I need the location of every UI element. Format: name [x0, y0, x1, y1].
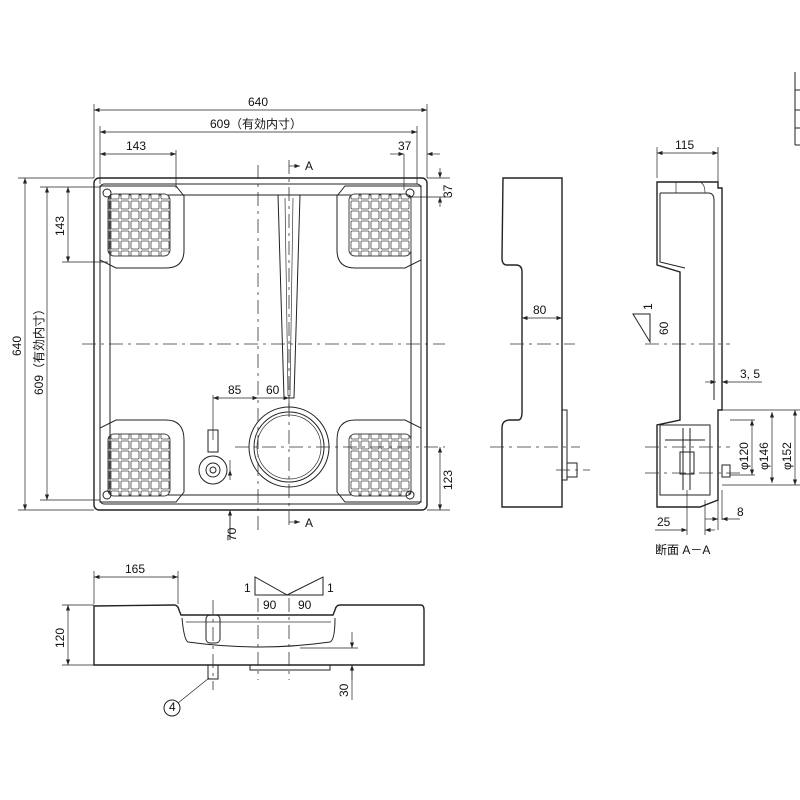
- dim-phi120: φ120: [737, 442, 751, 470]
- dim-phi146: φ146: [757, 442, 771, 470]
- slope-right-run: 90: [298, 598, 312, 612]
- dim-drop: 30: [337, 683, 351, 697]
- slope-rise: 1: [641, 303, 655, 310]
- corner-pad-top-right: [336, 185, 422, 269]
- dim-valve-depth: 70: [225, 527, 239, 541]
- slope-left-run: 90: [263, 598, 277, 612]
- slope-right-rise: 1: [327, 581, 334, 595]
- slope-left-rise: 1: [244, 581, 251, 595]
- section-mark-top: A: [305, 159, 313, 173]
- dim-phi152: φ152: [780, 442, 794, 470]
- dim-outlet: 25: [657, 515, 671, 529]
- section-mark-bottom: A: [305, 516, 313, 530]
- dim-section-height: 115: [675, 138, 694, 152]
- front-view: 165 120 30 1 1 90 90 4: [53, 562, 425, 717]
- drain-channel: [277, 194, 301, 399]
- dim-drain-from-front: 123: [441, 470, 455, 490]
- part-callout: 4: [169, 700, 176, 714]
- slope-symbol: [632, 313, 651, 344]
- corner-pad-top-left: [99, 185, 185, 269]
- section-caption: 断面 A－A: [655, 542, 710, 557]
- dim-corner-offset-x: 37: [398, 139, 412, 153]
- dim-inner-depth: 609（有効内寸）: [31, 303, 46, 395]
- plan-view: A A 640 609（有効内寸） 143 37 640 609（有効内寸） 1…: [10, 95, 455, 541]
- dim-corner-width: 143: [126, 139, 146, 153]
- side-view: 80: [490, 177, 590, 508]
- title-block-fragment: [794, 72, 800, 146]
- dim-valve-offset: 85: [228, 383, 242, 397]
- section-view: 115 1 60 3, 5 φ120 φ146 φ152 8 25 断面 A－A: [632, 138, 800, 557]
- dim-wall: 3, 5: [740, 367, 760, 381]
- dim-flange: 8: [737, 505, 744, 519]
- corner-pad-bottom-right: [336, 419, 422, 503]
- slope-symbol-front: [254, 576, 324, 596]
- dim-inner-width: 609（有効内寸）: [210, 116, 302, 131]
- part-callout-circle: [163, 699, 181, 717]
- dim-step-width: 165: [125, 562, 145, 576]
- dim-corner-depth: 143: [53, 216, 67, 236]
- dim-drain-offset: 60: [266, 383, 280, 397]
- dim-front-height: 120: [53, 628, 67, 648]
- corner-pad-bottom-left: [99, 419, 185, 503]
- dim-overall-width: 640: [248, 95, 268, 109]
- drain-valve-front: [205, 614, 221, 644]
- slope-run: 60: [657, 321, 671, 335]
- dim-recess: 80: [533, 303, 547, 317]
- dim-corner-offset-y: 37: [441, 184, 455, 198]
- dim-overall-depth: 640: [10, 336, 24, 356]
